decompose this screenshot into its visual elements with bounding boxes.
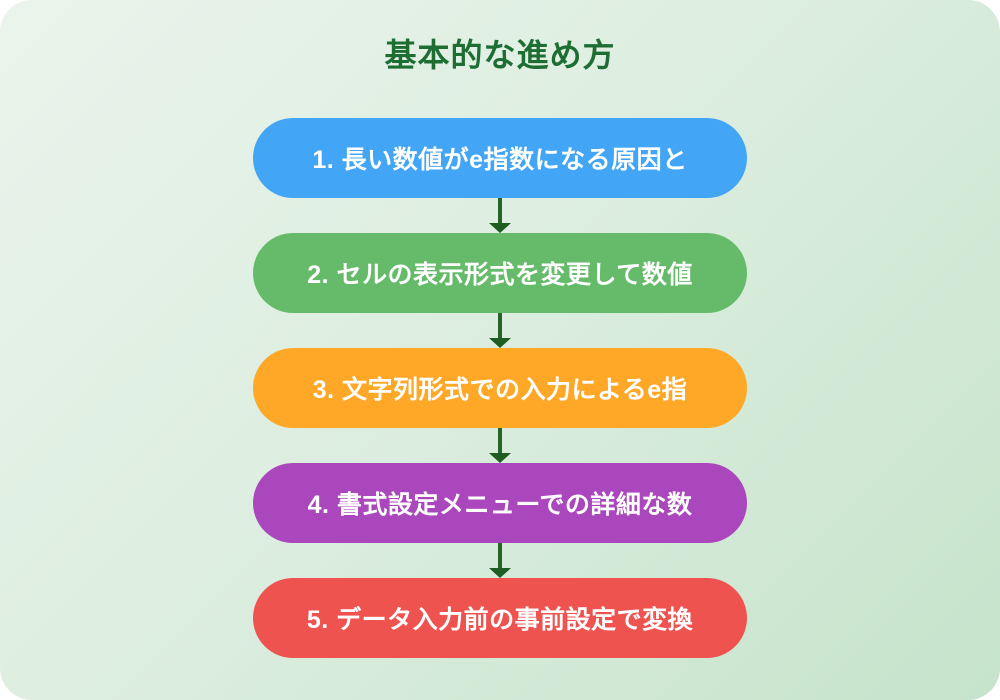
down-arrow-icon — [489, 198, 511, 233]
arrow-stem — [498, 198, 502, 223]
down-arrow-icon — [489, 543, 511, 578]
flow-chart: 1. 長い数値がe指数になる原因と 2. セルの表示形式を変更して数値 3. 文… — [253, 118, 747, 658]
flow-step-4: 4. 書式設定メニューでの詳細な数 — [253, 463, 747, 543]
flow-step-5-label: 5. データ入力前の事前設定で変換 — [306, 606, 694, 634]
arrow-stem — [498, 543, 502, 568]
arrow-head — [489, 568, 511, 578]
flow-step-3: 3. 文字列形式での入力によるe指 — [253, 348, 747, 428]
flow-step-1: 1. 長い数値がe指数になる原因と — [253, 118, 747, 198]
arrow-stem — [498, 428, 502, 453]
flow-step-3-label: 3. 文字列形式での入力によるe指 — [312, 376, 688, 404]
arrow-head — [489, 223, 511, 233]
arrow-head — [489, 338, 511, 348]
down-arrow-icon — [489, 313, 511, 348]
flow-step-2: 2. セルの表示形式を変更して数値 — [253, 233, 747, 313]
arrow-head — [489, 453, 511, 463]
page-title: 基本的な進め方 — [384, 37, 616, 73]
down-arrow-icon — [489, 428, 511, 463]
flow-step-2-label: 2. セルの表示形式を変更して数値 — [307, 261, 693, 289]
arrow-stem — [498, 313, 502, 338]
flow-step-4-label: 4. 書式設定メニューでの詳細な数 — [307, 491, 693, 519]
flow-step-5: 5. データ入力前の事前設定で変換 — [253, 578, 747, 658]
flow-step-1-label: 1. 長い数値がe指数になる原因と — [312, 146, 688, 174]
